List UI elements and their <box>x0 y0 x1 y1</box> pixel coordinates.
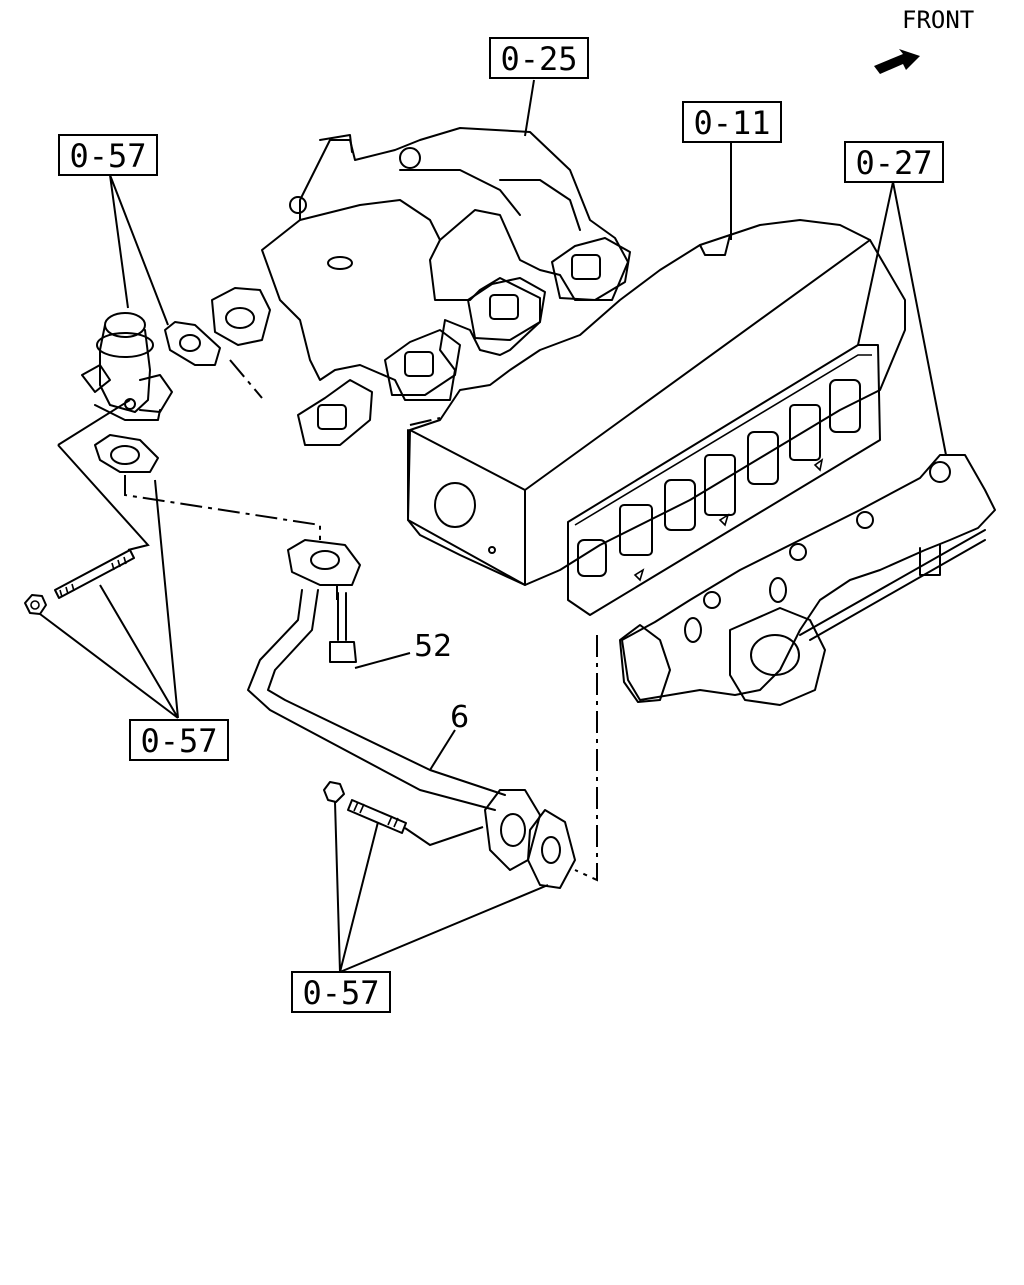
stud-and-nut-lower <box>323 781 407 834</box>
part-number-bolt: 52 <box>414 629 452 664</box>
intake-manifold <box>211 127 631 446</box>
callout-lower-studs-text: 0-57 <box>140 722 217 760</box>
bolt <box>329 592 357 663</box>
cylinder-head <box>407 219 906 586</box>
front-label: FRONT <box>902 6 974 34</box>
front-indicator: FRONT <box>874 6 974 74</box>
flange-gasket <box>527 809 576 889</box>
part-number-egr-pipe: 6 <box>450 700 469 735</box>
egr-valve-gasket <box>164 321 221 366</box>
callout-flange-studs-text: 0-57 <box>302 974 379 1012</box>
exhaust-gasket <box>567 344 881 616</box>
egr-valve <box>81 312 173 421</box>
exhaust-manifold <box>619 454 996 706</box>
leader-lines <box>39 79 947 973</box>
callout-exhaust-manifold-text: 0-27 <box>855 144 932 182</box>
callout-intake-manifold-text: 0-25 <box>500 40 577 78</box>
callout-cylinder-head-text: 0-11 <box>693 104 770 142</box>
callout-intake-manifold: 0-25 <box>489 37 589 79</box>
callout-egr-valve: 0-57 <box>58 134 158 176</box>
callout-exhaust-manifold: 0-27 <box>844 141 944 183</box>
egr-pipe <box>247 539 541 871</box>
alignment-lines <box>124 359 598 882</box>
callout-egr-valve-text: 0-57 <box>69 137 146 175</box>
stud-and-nut-left <box>24 549 135 615</box>
front-arrow-icon <box>874 49 920 74</box>
callout-lower-studs: 0-57 <box>129 719 229 761</box>
callout-cylinder-head: 0-11 <box>682 101 782 143</box>
lower-gasket <box>94 434 159 473</box>
callout-flange-studs: 0-57 <box>291 971 391 1013</box>
